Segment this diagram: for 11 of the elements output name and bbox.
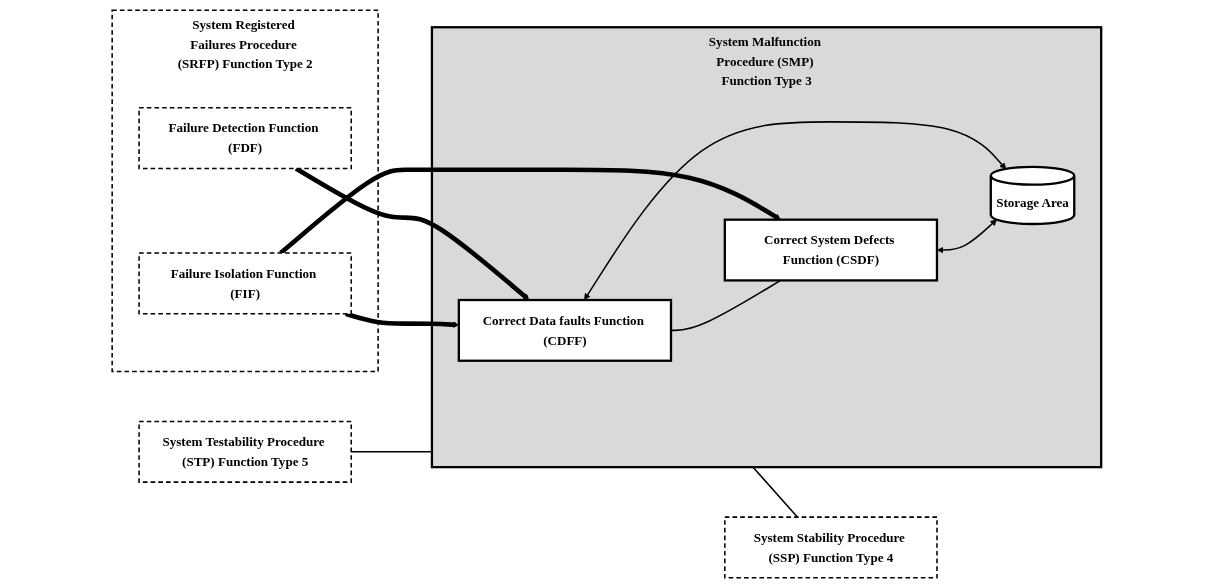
node-box: Failure Isolation Function (FIF) (138, 252, 352, 315)
arrow (344, 311, 459, 329)
arrow (936, 219, 997, 254)
node-box: Correct Data faults Function (CDFF) (457, 298, 672, 362)
node-box: Correct System Defects Function (CSDF) (723, 218, 938, 282)
arrow (584, 121, 1006, 301)
node-box: System Testability Procedure (STP) Function Type 5 (138, 420, 352, 483)
node-box: System Stability Procedure (SSP) Function Type 4 (723, 516, 938, 579)
connector (752, 466, 798, 518)
node-box: Failure Detection Function (FDF) (138, 107, 352, 170)
arrow (279, 167, 781, 255)
